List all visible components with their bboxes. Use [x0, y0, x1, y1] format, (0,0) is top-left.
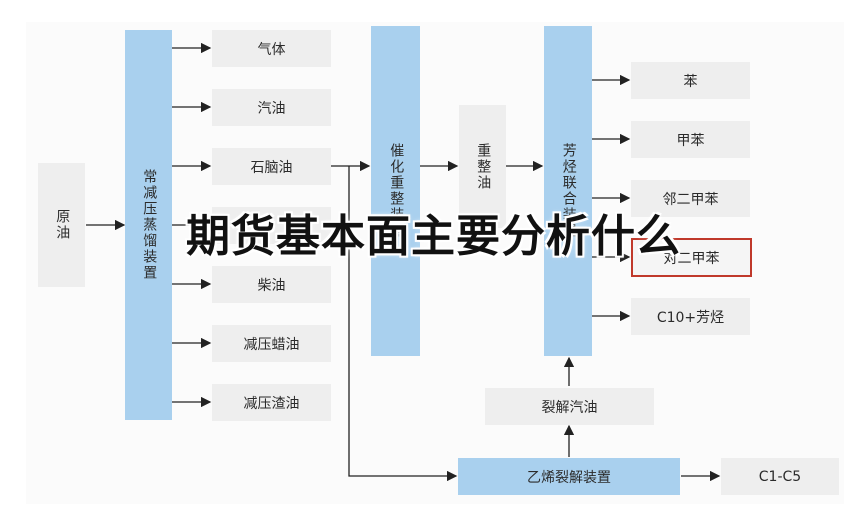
- node-c1-c5: C1-C5: [721, 458, 839, 495]
- node-pxylene-label: 对二甲苯: [663, 250, 720, 267]
- node-diesel: 柴油: [212, 266, 331, 303]
- node-crude-label: 原油: [54, 209, 71, 241]
- node-aromatics-label: 芳烃联合装置: [560, 143, 577, 239]
- node-gasoline: 汽油: [212, 89, 331, 126]
- arrow-naphtha-cracker: [348, 166, 458, 482]
- node-reformate: 重整油: [459, 105, 506, 228]
- node-cracker-label: 乙烯裂解装置: [527, 469, 611, 486]
- node-c10-aromatics: C10+芳烃: [631, 298, 750, 335]
- node-c10-label: C10+芳烃: [656, 309, 725, 326]
- node-vacuum-wax: 减压蜡油: [212, 325, 331, 362]
- node-crude: 原油: [38, 163, 85, 287]
- node-oxylene-label: 邻二甲苯: [662, 191, 719, 208]
- node-benzene-label: 苯: [683, 73, 698, 90]
- node-pyrolysis-gasoline: 裂解汽油: [485, 388, 654, 425]
- node-gas: 气体: [212, 30, 331, 67]
- node-gas-label: 气体: [257, 41, 286, 58]
- node-vacuum-residue: 减压渣油: [212, 384, 331, 421]
- node-ethylene-cracker: 乙烯裂解装置: [458, 458, 680, 495]
- node-diesel-label: 柴油: [257, 277, 286, 294]
- node-toluene: 甲苯: [631, 121, 750, 158]
- node-aromatics-complex: 芳烃联合装置: [544, 26, 592, 356]
- node-pygas-label: 裂解汽油: [541, 399, 598, 416]
- node-reformer: 催化重整装置: [371, 26, 420, 356]
- node-oxylene: 邻二甲苯: [631, 180, 750, 217]
- node-distillation-label: 常减压蒸馏装置: [141, 169, 158, 281]
- node-vacuum-wax-label: 减压蜡油: [243, 336, 300, 353]
- node-distillation-unit: 常减压蒸馏装置: [125, 30, 172, 420]
- node-gasoline-label: 汽油: [257, 100, 286, 117]
- node-reformate-label: 重整油: [475, 142, 492, 191]
- node-toluene-label: 甲苯: [676, 132, 705, 149]
- node-naphtha: 石脑油: [212, 148, 331, 185]
- node-c1c5-label: C1-C5: [758, 468, 802, 485]
- node-vacuum-residue-label: 减压渣油: [243, 395, 300, 412]
- node-benzene: 苯: [631, 62, 750, 99]
- node-naphtha-label: 石脑油: [250, 159, 293, 176]
- node-reformer-label: 催化重整装置: [388, 143, 405, 239]
- node-pxylene: 对二甲苯: [631, 238, 752, 277]
- node-hidden-product: [212, 207, 331, 244]
